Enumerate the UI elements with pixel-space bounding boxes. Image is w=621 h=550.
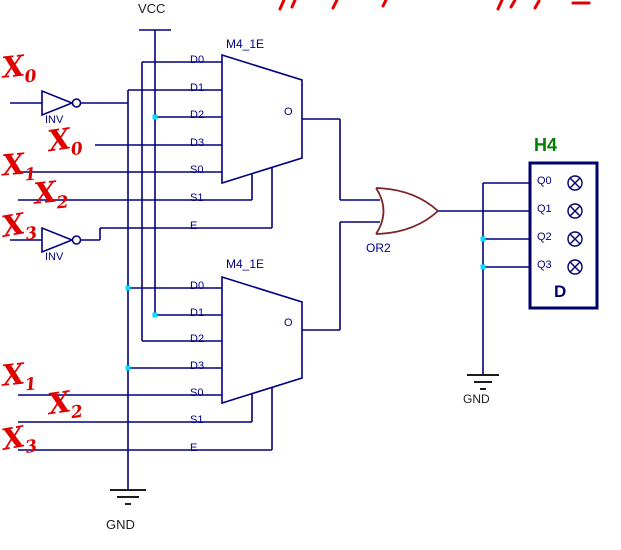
h4-row-label-q3: Q3 (537, 259, 552, 271)
gnd-bottom-label: GND (106, 517, 135, 532)
gnd-symbol-bottom[interactable] (110, 489, 146, 505)
wire-net[interactable] (10, 30, 530, 490)
mux1-pin-label-s1: S1 (190, 192, 204, 204)
junction-dot (152, 114, 158, 120)
inverter-triangle-icon (41, 226, 75, 254)
mux2-pin-label-e: E (190, 442, 198, 454)
junction-dot (125, 365, 131, 371)
mux2-output-label: O (284, 317, 293, 329)
gnd-symbol-right[interactable] (467, 374, 499, 390)
junction-dot (152, 312, 158, 318)
annotation-x0-inv-input: X0 (0, 48, 38, 88)
annotation-x2-s1-top: X2 (32, 174, 70, 214)
inverter-triangle-icon (41, 89, 75, 117)
annotation-x3-inv2-input: X3 (0, 206, 39, 245)
or-gate-back-curve (375, 187, 385, 235)
mux1-name-label: M4_1E (226, 37, 265, 51)
gnd-right-label: GND (463, 392, 490, 406)
handwriting-marks-top (278, 0, 591, 11)
mux1-output-label: O (284, 106, 293, 118)
mux1-pin-label-d1: D1 (190, 82, 205, 94)
lamp-icon-q0 (567, 175, 583, 191)
lamp-icon-q3 (567, 259, 583, 275)
mux1-pin-label-d2: D2 (190, 109, 205, 121)
mux2-name-label: M4_1E (226, 257, 265, 271)
mux2-pin-label-d3: D3 (190, 360, 205, 372)
mux1-pin-label-s0: S0 (190, 164, 204, 176)
h4-display-box[interactable] (528, 161, 599, 310)
mux2-pin-label-s0: S0 (190, 387, 204, 399)
annotation-x1-s0-top: X1 (0, 146, 38, 186)
h4-display-body[interactable] (528, 161, 599, 310)
mux2-pin-label-s1: S1 (190, 414, 204, 426)
inverter-bubble-icon (71, 98, 82, 108)
vcc-label: VCC (138, 1, 166, 16)
mux1-pin-label-e: E (190, 220, 198, 232)
mux1-body[interactable] (221, 53, 303, 185)
lamp-icon-q1 (567, 203, 583, 219)
mux2-pin-label-d0: D0 (190, 280, 205, 292)
inverter-bottom-gate[interactable] (41, 226, 82, 254)
mux1-pin-label-d3: D3 (190, 137, 205, 149)
junction-dots (125, 114, 486, 371)
inverter-bottom-label: INV (45, 251, 64, 263)
mux2-pin-label-d2: D2 (190, 333, 205, 345)
or2-label: OR2 (366, 241, 391, 255)
h4-row-label-q2: Q2 (537, 231, 552, 243)
annotation-x2-s1-bottom: X2 (45, 384, 85, 424)
or-gate-bottom-curve (375, 210, 439, 235)
or2-gate[interactable] (375, 187, 439, 235)
annotation-x1-s0-bottom: X1 (0, 356, 38, 396)
inverter-bubble-icon (71, 235, 82, 245)
h4-title: H4 (534, 135, 558, 155)
inverter-top-gate[interactable] (41, 89, 82, 117)
mux2-pin-label-d1: D1 (190, 307, 205, 319)
h4-footer-label: D (554, 282, 567, 301)
annotation-x3-e-bottom: X3 (0, 419, 39, 458)
h4-row-label-q1: Q1 (537, 203, 552, 215)
junction-dot (480, 236, 486, 242)
mux2-body[interactable] (221, 275, 303, 405)
annotation-x0-d3: X0 (45, 121, 85, 161)
mux1-pin-label-d0: D0 (190, 54, 205, 66)
junction-dot (480, 264, 486, 270)
or-gate-top-curve (375, 187, 439, 212)
junction-dot (125, 285, 131, 291)
mux1-trapezoid[interactable] (221, 53, 303, 185)
lamp-icon-q2 (567, 231, 583, 247)
mux2-trapezoid[interactable] (221, 275, 303, 405)
h4-row-label-q0: Q0 (537, 175, 552, 187)
inverter-top-label: INV (45, 114, 64, 126)
